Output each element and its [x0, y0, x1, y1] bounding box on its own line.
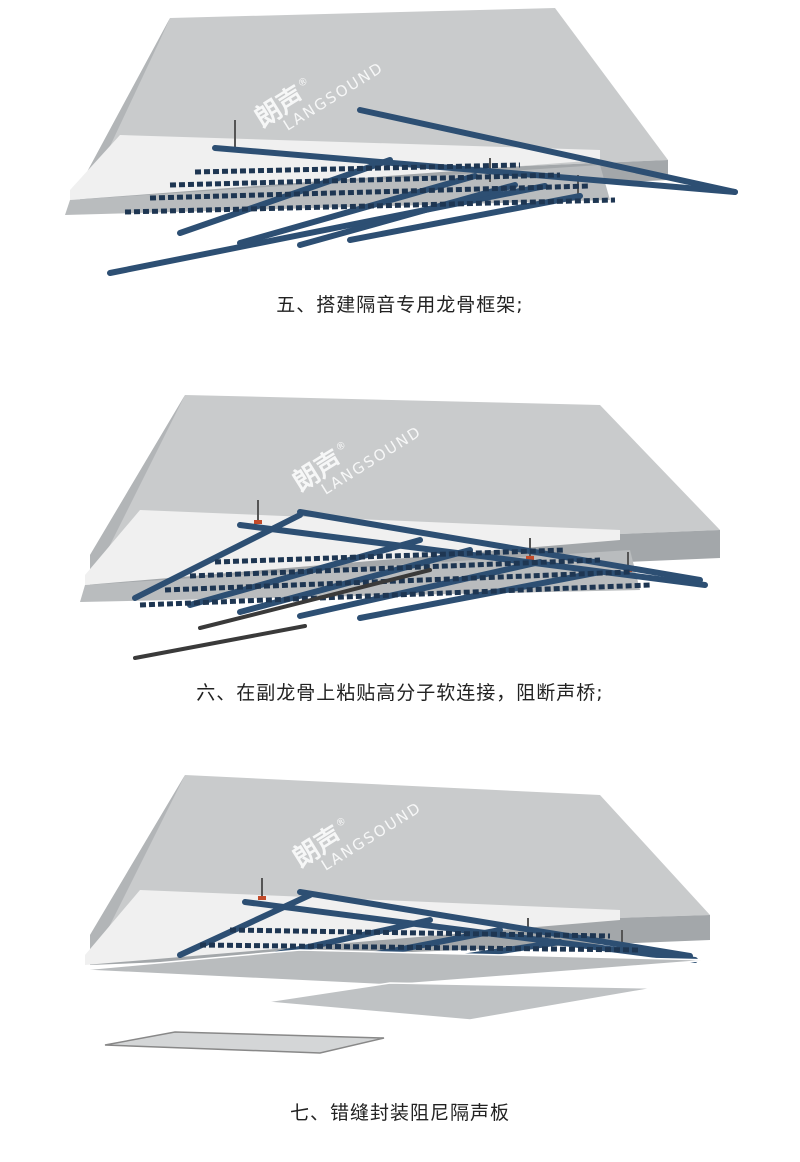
step-1: 朗声 ® LANGSOUND 五、搭建隔音专用龙骨框架; [0, 0, 800, 330]
damping-panel-lowering [264, 982, 656, 1021]
soft-connector [258, 896, 266, 900]
illustration-damping-panels: 朗声 ® LANGSOUND [79, 775, 713, 1054]
soft-connection-strip [198, 568, 432, 630]
damping-panel-installed [79, 949, 713, 986]
step-2-caption: 六、在副龙骨上粘贴高分子软连接，阻断声桥; [196, 682, 604, 704]
svg-text:®: ® [334, 439, 348, 454]
insulation-layer [85, 510, 620, 585]
illustration-soft-connection: 朗声 ® LANGSOUND [80, 395, 720, 660]
step-3: 朗声 ® LANGSOUND 七、错缝封装阻尼隔声板 [0, 770, 800, 1162]
main-keel [212, 145, 738, 195]
secondary-keel [124, 197, 616, 215]
step-1-caption: 五、搭建隔音专用龙骨框架; [276, 294, 524, 316]
svg-text:®: ® [334, 815, 348, 830]
svg-text:®: ® [296, 75, 310, 90]
soft-connector [254, 520, 262, 524]
step-3-caption: 七、错缝封装阻尼隔声板 [289, 1102, 510, 1124]
secondary-keel [139, 582, 651, 608]
concrete-slab-side [90, 915, 710, 965]
damping-panel-loose [104, 1031, 385, 1054]
step-2: 朗声 ® LANGSOUND 六、在副龙骨上粘贴高分子软连接，阻断声桥; [0, 380, 800, 740]
secondary-keel [199, 942, 641, 953]
illustration-keel-frame: 朗声 ® LANGSOUND [65, 8, 738, 276]
main-keel [242, 899, 698, 963]
